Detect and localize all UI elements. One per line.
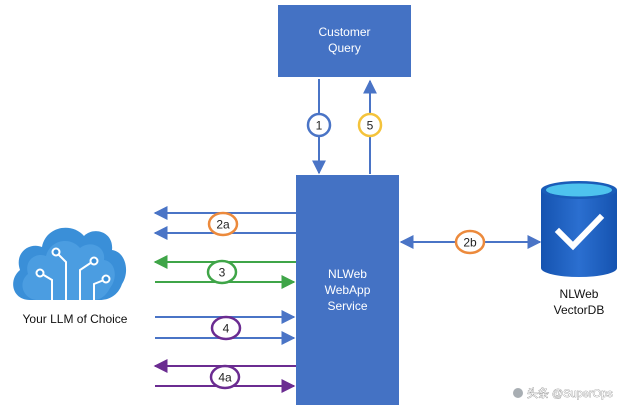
step-4-label: 4 [223,322,230,336]
step-2a-label: 2a [216,218,230,232]
step-5-label: 5 [367,119,374,133]
step-5-badge: 5 [357,112,383,138]
step-4a-label: 4a [218,371,232,385]
service-line1: NLWeb [328,267,367,281]
customer-query-line1: Customer [318,25,370,39]
step-2a-badge: 2a [207,211,239,237]
step-4a-badge: 4a [209,364,241,390]
step-3-badge: 3 [206,259,238,285]
service-line2: WebApp [325,283,371,297]
watermark-text: 头条 @SuperOps [527,386,613,400]
nlweb-webapp-service-box: NLWeb WebApp Service [296,175,399,405]
wechat-logo-icon [513,388,523,398]
watermark: 头条 @SuperOps [513,386,614,400]
database-check-icon [541,181,617,277]
customer-query-line2: Query [328,41,361,55]
step-1-badge: 1 [306,112,332,138]
customer-query-box: Customer Query [278,5,411,77]
step-3-label: 3 [219,266,226,280]
step-2b-label: 2b [463,236,477,250]
step-4-badge: 4 [210,315,242,341]
step-1-label: 1 [316,119,323,133]
llm-label: Your LLM of Choice [23,312,128,326]
step-2b-badge: 2b [454,229,486,255]
vectordb-line1: NLWeb [560,287,599,301]
service-line3: Service [327,299,367,313]
vectordb-line2: VectorDB [554,303,605,317]
cloud-circuit-icon [13,227,127,301]
